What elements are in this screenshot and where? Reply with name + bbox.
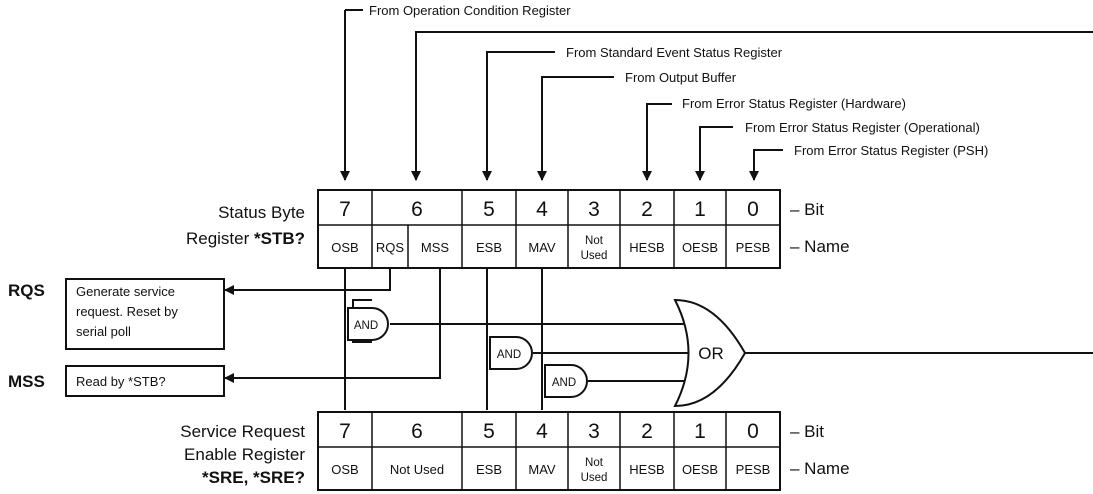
stb-title-line1: Status Byte [218, 203, 305, 222]
status-byte-register [317, 189, 781, 269]
sre-bit-7: 7 [339, 420, 351, 443]
source-operation-condition: From Operation Condition Register [369, 3, 571, 18]
stb-name-not: Not [585, 235, 604, 247]
stb-bit-3: 3 [588, 198, 600, 221]
stb-name-osb: OSB [331, 240, 358, 255]
sre-bit-2: 2 [641, 420, 653, 443]
sre-bit-5: 5 [483, 420, 495, 443]
stb-name-used: Used [581, 250, 608, 262]
rqs-output-line [224, 268, 391, 295]
sre-bit-0: 0 [747, 420, 759, 443]
sre-title-line1: Service Request [180, 422, 305, 441]
and-gate-3 [544, 364, 588, 398]
error-operational-arrow [695, 126, 733, 181]
source-error-hardware: From Error Status Register (Hardware) [682, 96, 906, 111]
source-error-psh: From Error Status Register (PSH) [794, 143, 988, 158]
sre-bit-label: – Bit [790, 422, 824, 441]
source-output-buffer: From Output Buffer [625, 70, 737, 85]
sre-name-pesb: PESB [736, 462, 771, 477]
stb-bit-0: 0 [747, 198, 759, 221]
stb-bit-5: 5 [483, 198, 495, 221]
output-buffer-arrow [537, 76, 614, 181]
mss-output-line [224, 268, 441, 383]
sre-name-used: Used [581, 472, 608, 484]
mss-box [65, 365, 225, 397]
error-hardware-arrow [642, 103, 672, 181]
rqs-tag: RQS [8, 281, 45, 300]
sre-name-oesb: OESB [682, 462, 718, 477]
stb-title-line2: Register *STB? [186, 229, 305, 248]
stb-name-pesb: PESB [736, 240, 771, 255]
error-psh-arrow [749, 149, 783, 181]
and1-label: AND [354, 320, 378, 332]
and-gate-2 [489, 336, 533, 370]
stb-bit-1: 1 [694, 198, 706, 221]
sre-bit-3: 3 [588, 420, 600, 443]
source-standard-event: From Standard Event Status Register [566, 45, 783, 60]
stb-bit-4: 4 [536, 198, 548, 221]
standard-event-arrow [482, 51, 555, 181]
sre-name-not: Not [585, 457, 604, 469]
and-gate-1 [347, 307, 389, 341]
sre-name-osb: OSB [331, 462, 358, 477]
rqs-line2: request. Reset by [76, 304, 178, 319]
sre-bit-4: 4 [536, 420, 548, 443]
stb-bit-6: 6 [411, 198, 423, 221]
stb-name-oesb: OESB [682, 240, 718, 255]
source-error-operational: From Error Status Register (Operational) [745, 120, 980, 135]
stb-bit-7: 7 [339, 198, 351, 221]
stb-name-hesb: HESB [629, 240, 664, 255]
operation-condition-arrow [345, 9, 363, 180]
stb-name-label: – Name [790, 237, 850, 256]
stb-name-mav: MAV [528, 240, 556, 255]
sre-name-hesb: HESB [629, 462, 664, 477]
stb-bit-2: 2 [641, 198, 653, 221]
stb-bit-label: – Bit [790, 200, 824, 219]
rqs-box [65, 278, 225, 350]
and3-label: AND [552, 377, 576, 389]
rqs-line1: Generate service [76, 284, 175, 299]
mss-tag: MSS [8, 372, 45, 391]
or-gate [673, 298, 747, 408]
or-label: OR [698, 344, 724, 363]
overflow-loop-line [411, 31, 1093, 181]
stb-name-esb: ESB [476, 240, 502, 255]
stb-name-mss: MSS [421, 240, 450, 255]
sre-bit-6: 6 [411, 420, 423, 443]
sre-name-not-used: Not Used [390, 462, 444, 477]
sre-bit-1: 1 [694, 420, 706, 443]
sre-title-line3: *SRE, *SRE? [202, 468, 305, 487]
and2-label: AND [497, 349, 521, 361]
sre-title-line2: Enable Register [184, 445, 305, 464]
sre-name-esb: ESB [476, 462, 502, 477]
rqs-line3: serial poll [76, 324, 131, 339]
sre-register [317, 411, 781, 491]
stb-name-rqs: RQS [376, 240, 405, 255]
mss-text: Read by *STB? [76, 374, 166, 389]
sre-name-mav: MAV [528, 462, 556, 477]
sre-name-label: – Name [790, 459, 850, 478]
